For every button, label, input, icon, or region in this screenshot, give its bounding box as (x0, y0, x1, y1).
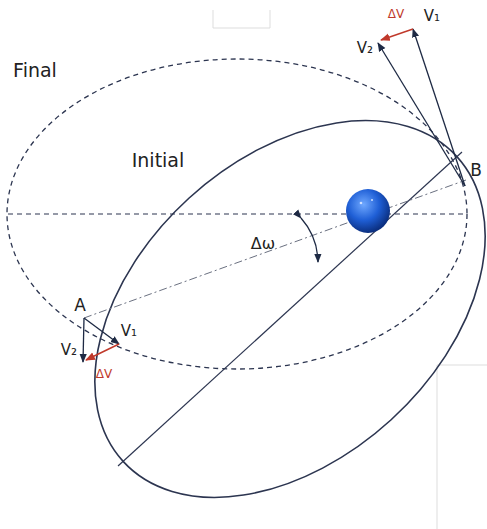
angle-label: Δω (251, 236, 275, 252)
final-apse-line (8, 213, 467, 214)
initial-orbit (22, 46, 487, 529)
velocity-label: V₂ (357, 41, 373, 56)
point-label: A (74, 297, 86, 314)
node-line (84, 180, 466, 318)
planet-highlight (360, 202, 363, 205)
velocity-label: V₁ (424, 9, 440, 24)
delta-v-vector (86, 344, 119, 360)
velocity-vector (84, 318, 119, 344)
orbit-name: Initial (132, 151, 185, 170)
frame-artifact (213, 10, 270, 28)
planet (346, 189, 390, 233)
velocity-vector (378, 43, 465, 186)
planet-highlight (371, 199, 373, 201)
frame-artifact (437, 365, 487, 529)
delta-v-label: ΔV (96, 368, 112, 380)
velocity-label: V₂ (61, 343, 77, 358)
final-orbit (7, 59, 467, 369)
orbit-name: Final (13, 61, 57, 80)
point-label: B (470, 162, 482, 179)
delta-v-vector (381, 29, 413, 40)
delta-v-label: ΔV (388, 8, 404, 20)
velocity-vector (83, 318, 84, 362)
velocity-label: V₁ (121, 324, 137, 339)
angle-arc (301, 218, 318, 262)
initial-apse-line (118, 152, 462, 466)
velocity-vector (413, 29, 465, 186)
